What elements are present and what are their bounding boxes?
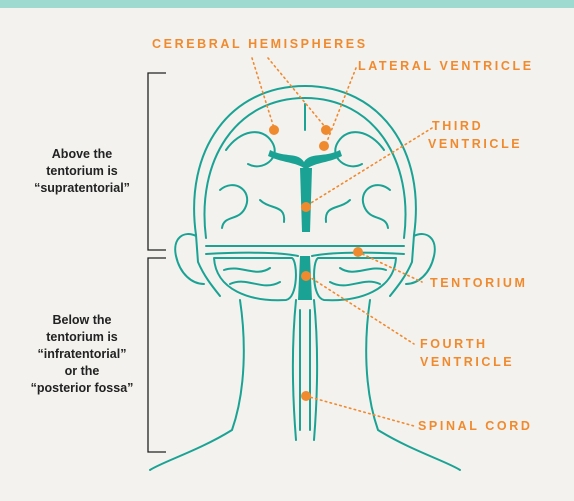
leader-cerebral-left (252, 58, 274, 128)
below-line-1: Below the (20, 312, 144, 329)
head-outline-left-lower (196, 235, 220, 296)
lateral-ventricle-shape (268, 150, 342, 170)
below-line-5: “posterior fossa” (20, 380, 144, 397)
label-fourth-ventricle-line1: FOURTH (420, 336, 488, 353)
below-line-4: or the (20, 363, 144, 380)
dot-cerebral-right (321, 125, 331, 135)
neck-right (366, 300, 460, 470)
brainstem-right (314, 300, 317, 440)
below-line-2: tentorium is (20, 329, 144, 346)
dot-tentorium (353, 247, 363, 257)
cerebellum-left (214, 258, 296, 300)
tentorium-line-lower (206, 253, 298, 256)
cerebellum-right (314, 258, 396, 300)
below-tentorium-text: Below the tentorium is “infratentorial” … (20, 312, 144, 397)
label-spinal-cord: SPINAL CORD (418, 418, 533, 435)
above-line-2: tentorium is (26, 163, 138, 180)
above-bracket (148, 73, 166, 250)
third-ventricle-shape (300, 168, 312, 232)
label-tentorium: TENTORIUM (430, 275, 527, 292)
above-line-3: “supratentorial” (26, 180, 138, 197)
below-line-3: “infratentorial” (20, 346, 144, 363)
brainstem-left (293, 300, 296, 440)
above-tentorium-text: Above the tentorium is “supratentorial” (26, 146, 138, 197)
left-ear (175, 234, 204, 284)
leader-third-ventricle (306, 128, 432, 206)
label-lateral-ventricle: LATERAL VENTRICLE (358, 58, 534, 75)
label-third-ventricle-line1: THIRD (432, 118, 483, 135)
dot-lateral-ventricle (319, 141, 329, 151)
above-line-1: Above the (26, 146, 138, 163)
below-bracket (148, 258, 166, 452)
label-cerebral-hemispheres: CEREBRAL HEMISPHERES (152, 36, 368, 53)
leader-spinal-cord (306, 396, 414, 426)
leader-cerebral-right (268, 58, 326, 128)
dot-fourth-ventricle (301, 271, 311, 281)
neck-left (150, 300, 244, 470)
dot-spinal-cord (301, 391, 311, 401)
label-third-ventricle-line2: VENTRICLE (428, 136, 522, 153)
dot-third-ventricle (301, 202, 311, 212)
label-fourth-ventricle-line2: VENTRICLE (420, 354, 514, 371)
dot-cerebral-left (269, 125, 279, 135)
